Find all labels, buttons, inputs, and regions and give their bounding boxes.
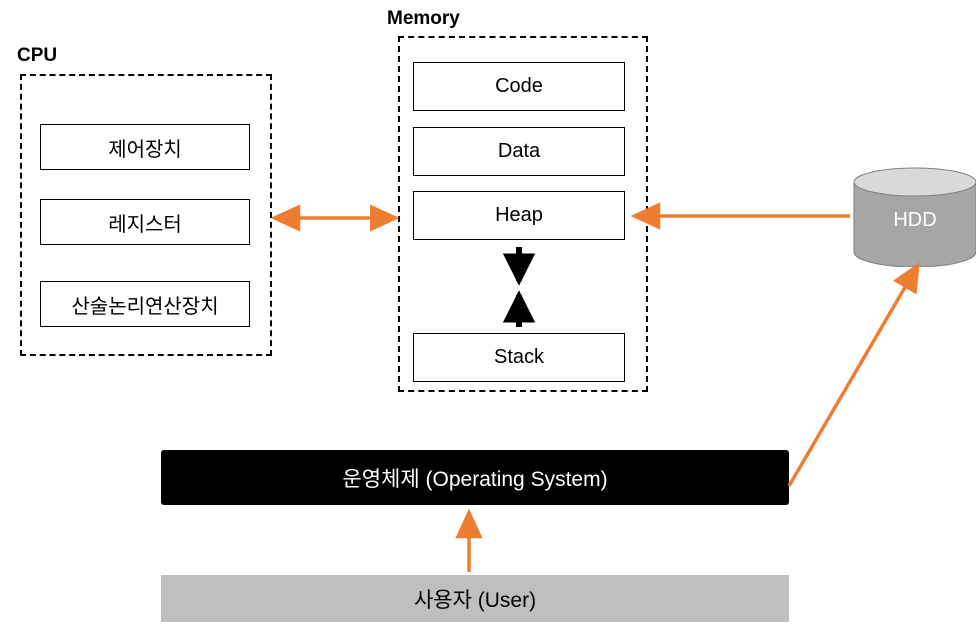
cpu-title: CPU	[17, 45, 58, 66]
memory-segment-stack[interactable]: Stack	[413, 333, 625, 382]
memory-segment-code[interactable]: Code	[413, 62, 625, 111]
memory-segment-data[interactable]: Data	[413, 127, 625, 176]
os-bar[interactable]: 운영체제 (Operating System)	[161, 450, 789, 505]
hdd-cylinder[interactable]	[853, 167, 976, 268]
memory-title: Memory	[387, 8, 460, 29]
cpu-unit-control[interactable]: 제어장치	[40, 124, 250, 170]
hdd-label: HDD	[893, 209, 937, 231]
cpu-unit-register[interactable]: 레지스터	[40, 199, 250, 245]
arrow-os-hdd	[787, 261, 920, 487]
cpu-unit-alu[interactable]: 산술논리연산장치	[40, 281, 250, 327]
memory-segment-heap[interactable]: Heap	[413, 191, 625, 240]
user-bar[interactable]: 사용자 (User)	[161, 575, 789, 622]
